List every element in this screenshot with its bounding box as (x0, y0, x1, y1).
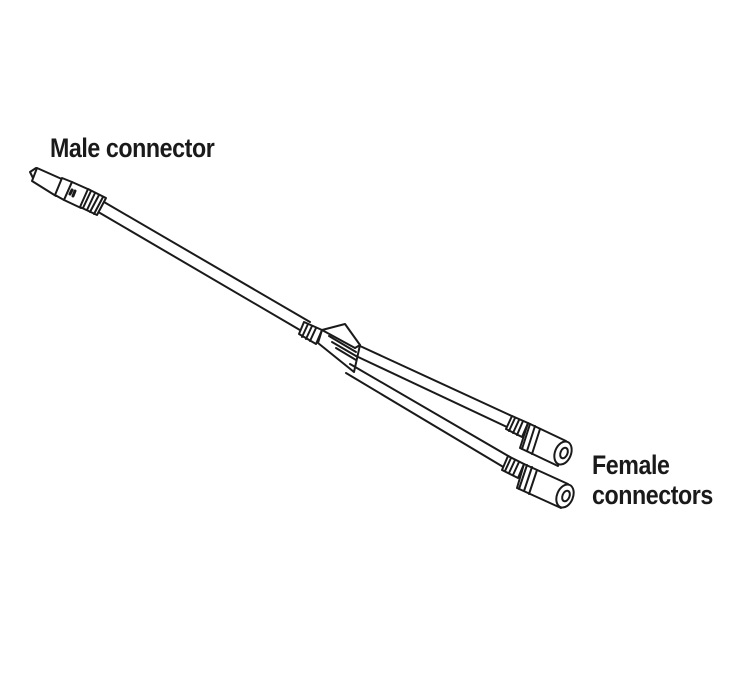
main-cable (99, 201, 311, 334)
male-connector-label: Male connector (50, 133, 215, 163)
female-connector-lower (501, 455, 575, 509)
branch-cables (345, 345, 515, 469)
splitter-junction (298, 321, 361, 373)
female-connectors-label-line1: Female (592, 450, 670, 480)
male-connector (29, 167, 107, 216)
female-connector-upper (505, 415, 573, 467)
female-connectors-label-line2: connectors (592, 480, 713, 510)
